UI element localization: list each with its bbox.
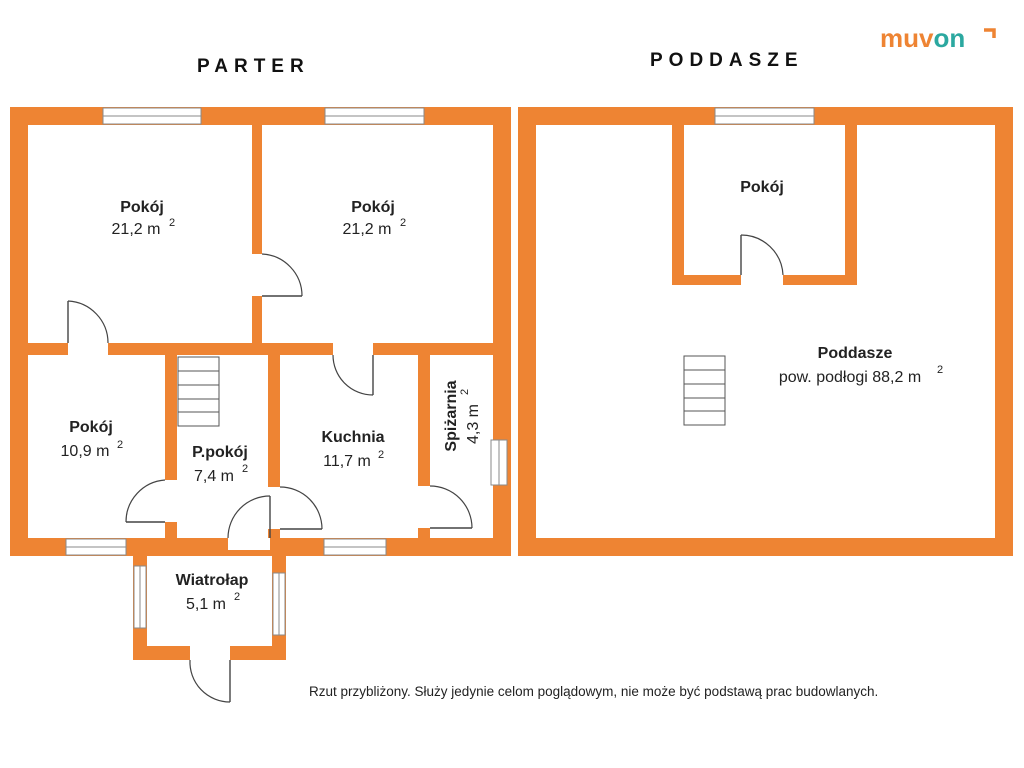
room-area-sup: 2 [169,217,175,229]
room-area: 21,2 m [112,221,161,238]
parter-windows [65,107,508,636]
window [490,439,508,486]
parter-title: PARTER [197,56,310,77]
room-kuchnia: Kuchnia 11,7 m 2 [321,429,384,470]
disclaimer: Rzut przybliżony. Służy jedynie celom po… [309,684,878,699]
muvon-logo: muvon [880,23,996,53]
room-pokoj-sw: Pokój 10,9 m 2 [61,419,124,460]
room-area-sup: 2 [937,364,943,376]
door [227,495,271,539]
door [279,486,323,530]
parter-doors [67,253,473,703]
poddasze-stairs [683,355,726,426]
logo-arrow-icon [984,28,996,38]
room-area-sup: 2 [459,389,471,395]
door [429,485,473,529]
room-area: 21,2 m [343,221,392,238]
logo-text-a: muv [880,23,934,53]
window [65,538,127,556]
parter-stairs [177,356,220,427]
room-name: Pokój [120,199,164,216]
room-name: Wiatrołap [176,572,249,589]
poddasze-title: PODDASZE [650,50,804,71]
room-name: Poddasze [818,345,893,362]
svg-text:muvon: muvon [880,23,965,53]
attic-door [740,234,784,276]
room-area-sup: 2 [117,439,123,451]
window [133,565,147,629]
room-name: Pokój [740,179,784,196]
poddasze-window [714,107,815,125]
room-area-sup: 2 [242,463,248,475]
room-area: 4,3 m [465,404,482,444]
room-area-sup: 2 [378,449,384,461]
room-area: pow. podłogi 88,2 m [779,369,921,386]
door [332,354,374,396]
room-area: 7,4 m [194,468,234,485]
room-name: Pokój [69,419,113,436]
room-pokoj-ne: Pokój 21,2 m 2 [343,199,407,238]
room-spizarnia: Spiżarnia 4,3 m 2 [443,380,482,451]
room-poddasze: Poddasze pow. podłogi 88,2 m 2 [779,345,943,386]
window [102,107,202,125]
room-pokoj-nw: Pokój 21,2 m 2 [112,199,176,238]
room-name: Pokój [351,199,395,216]
room-area: 5,1 m [186,596,226,613]
room-area-sup: 2 [400,217,406,229]
room-name: Spiżarnia [443,380,460,451]
door [125,479,166,523]
door [261,253,303,297]
room-ppokoj: P.pokój 7,4 m 2 [192,444,248,485]
room-area: 10,9 m [61,443,110,460]
parter-walls [10,107,511,660]
logo-text-b: on [933,23,965,53]
room-name: Kuchnia [321,429,384,446]
window [272,572,286,636]
poddasze-walls [518,107,1013,556]
room-wiatrolap: Wiatrołap 5,1 m 2 [176,572,249,613]
parter-door-gaps [68,254,430,660]
room-area: 11,7 m [323,453,371,470]
door [189,659,231,703]
room-pokoj-attic: Pokój [740,179,784,196]
room-name: P.pokój [192,444,248,461]
window [324,107,425,125]
door [67,300,109,344]
window [323,538,387,556]
room-area-sup: 2 [234,591,240,603]
